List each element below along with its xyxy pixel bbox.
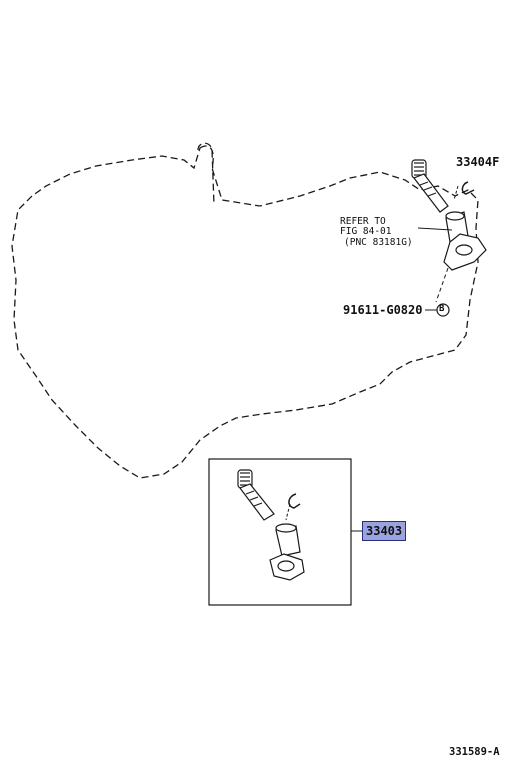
bolt-marker-circle	[436, 303, 450, 317]
retaining-clip-kit	[288, 493, 301, 509]
part-label-33403-highlighted[interactable]: 33403	[362, 521, 407, 541]
kit-box	[208, 458, 352, 606]
refer-line-1: REFER TO	[340, 216, 386, 227]
part-label-bolt[interactable]: 91611-G0820	[343, 303, 423, 317]
sleeve-upper	[443, 211, 487, 271]
bolt-marker-letter: B	[439, 304, 445, 314]
leader-bolt-dash	[435, 267, 449, 303]
retaining-clip-upper	[461, 181, 475, 195]
sleeve-kit	[269, 523, 305, 581]
refer-line-3: (PNC 83181G)	[344, 237, 413, 248]
diagram-code: 331589-A	[449, 746, 500, 758]
driven-gear-upper	[411, 159, 449, 213]
leader-clip-kit	[285, 503, 291, 521]
driven-gear-kit	[237, 469, 275, 521]
leader-refer	[417, 227, 453, 231]
refer-line-2[interactable]: FIG 84-01	[340, 226, 392, 237]
housing-top-protrusion	[197, 142, 215, 206]
transmission-housing-outline	[11, 145, 479, 479]
leader-clip-upper	[453, 185, 459, 201]
part-label-33404F[interactable]: 33404F	[456, 155, 500, 169]
